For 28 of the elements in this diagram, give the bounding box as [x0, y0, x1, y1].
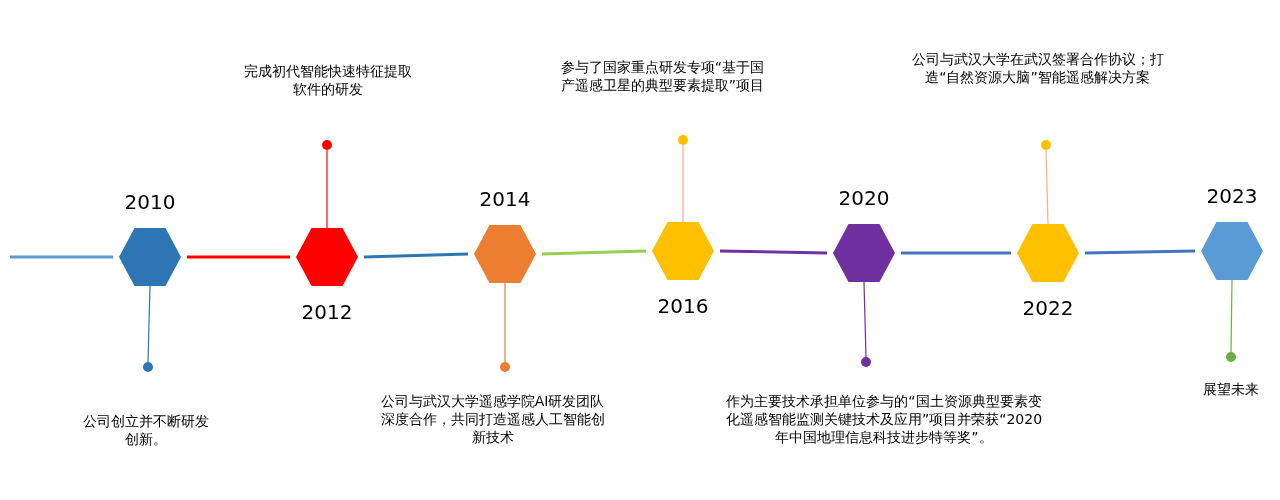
- year-label: 2010: [124, 190, 176, 214]
- year-label: 2012: [301, 300, 353, 324]
- year-label: 2016: [657, 294, 709, 318]
- leader-line: [682, 144, 684, 223]
- event-description: 公司创立并不断研发创新。: [81, 412, 210, 448]
- connector-line: [187, 255, 290, 259]
- leader-line: [147, 285, 151, 363]
- leader-line: [326, 149, 328, 229]
- event-description: 参与了国家重点研发专项“基于国产遥感卫星的典型要素提取”项目: [559, 58, 766, 94]
- year-label: 2022: [1022, 296, 1074, 320]
- year-label: 2014: [479, 187, 531, 211]
- connector-line: [363, 252, 469, 259]
- leader-line: [1045, 149, 1049, 225]
- event-description: 完成初代智能快速特征提取软件的研发: [243, 62, 413, 98]
- event-description: 展望未来: [1202, 380, 1260, 398]
- leader-line: [1230, 279, 1233, 353]
- event-description: 公司与武汉大学遥感学院AI研发团队深度合作，共同打造遥感人工智能创新技术: [379, 392, 606, 446]
- leader-line: [504, 282, 506, 363]
- event-description: 作为主要技术承担单位参与的“国土资源典型要素变化遥感智能监测关键技术及应用”项目并荣获“2020年中国地理信息科技进步特等奖”。: [725, 392, 1043, 446]
- event-description: 公司与武汉大学在武汉签署合作协议；打造“自然资源大脑”智能遥感解决方案: [910, 50, 1165, 86]
- connector-line: [1084, 249, 1196, 255]
- leader-line: [863, 281, 867, 358]
- connector-line: [901, 251, 1011, 255]
- connector-line: [541, 249, 647, 256]
- connector-line: [719, 249, 828, 255]
- year-label: 2023: [1206, 184, 1258, 208]
- connector-line: [10, 255, 113, 259]
- year-label: 2020: [838, 186, 890, 210]
